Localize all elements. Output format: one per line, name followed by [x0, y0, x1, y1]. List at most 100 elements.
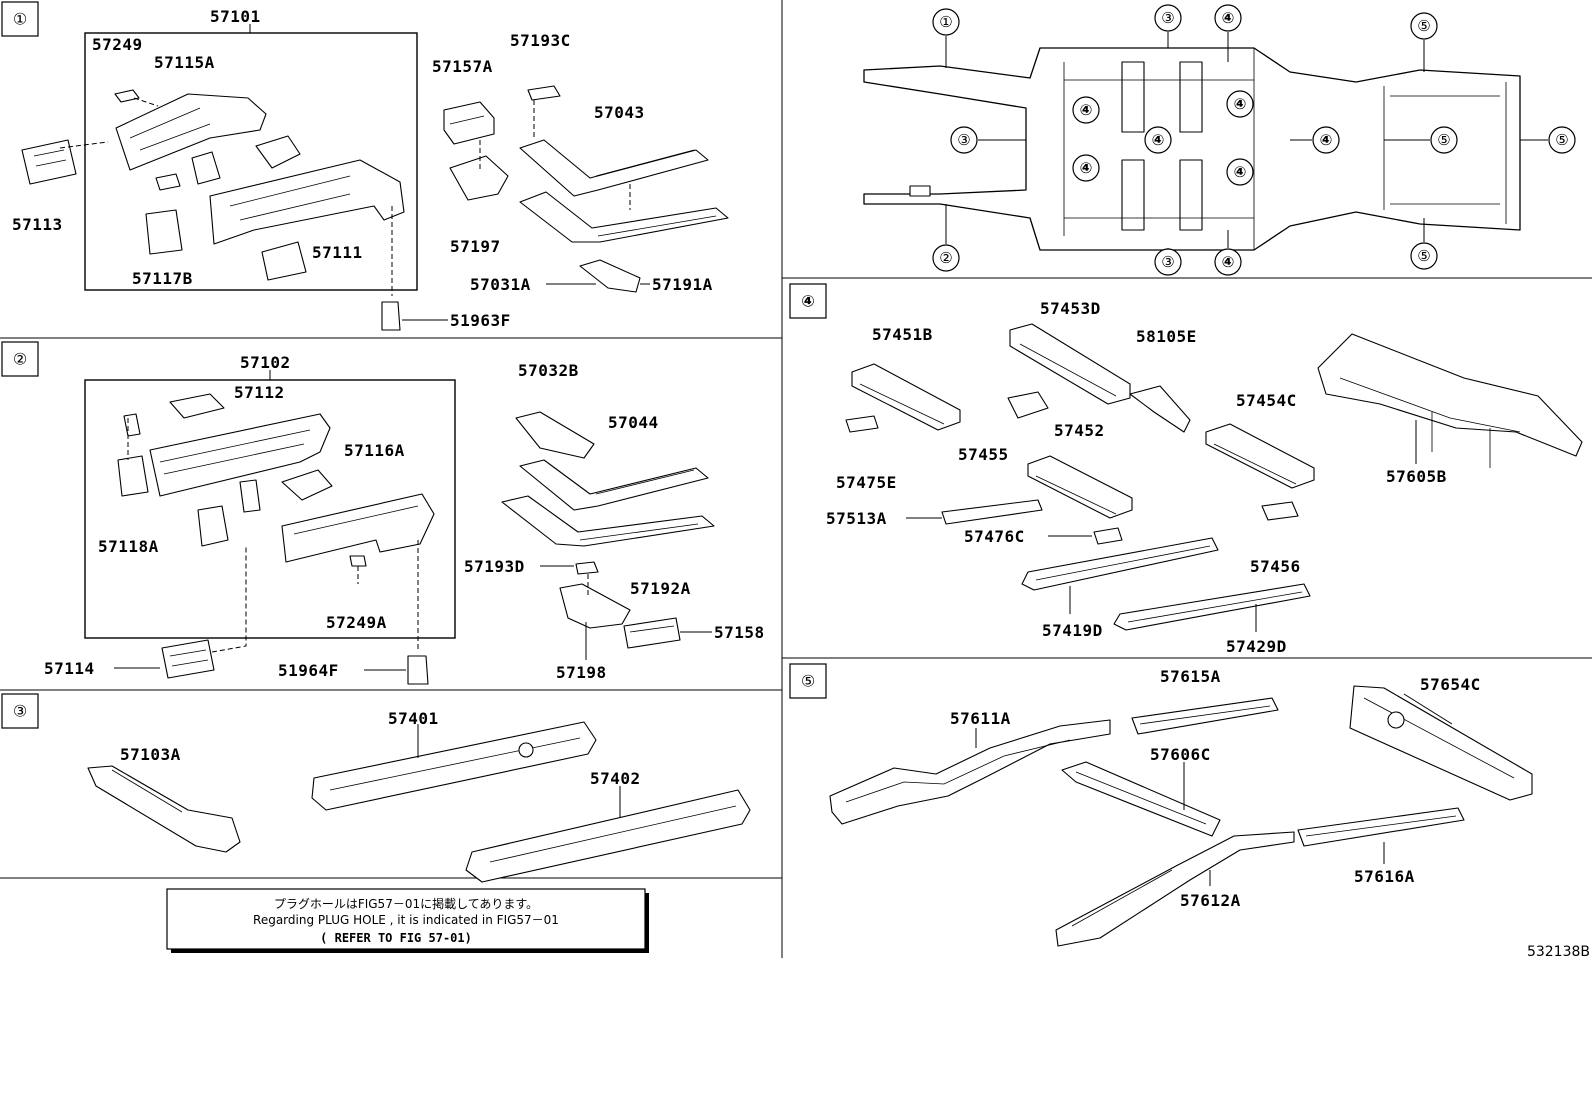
part-57451B-drawing — [851, 363, 961, 431]
part-label-58105E[interactable]: 58105E — [1136, 327, 1197, 346]
part-label-57193D[interactable]: 57193D — [464, 557, 525, 576]
section-2: ② 57102 — [1, 341, 765, 685]
section-2-marker: ② — [13, 350, 27, 369]
part-label-51964F[interactable]: 51964F — [278, 661, 339, 680]
overview-marker-4f — [1072, 154, 1100, 182]
part-label-57612A[interactable]: 57612A — [1180, 891, 1241, 910]
part-57456-drawing — [1261, 501, 1299, 521]
part-label-57102[interactable]: 57102 — [240, 353, 291, 372]
svg-text:④: ④ — [1152, 131, 1165, 149]
overview-marker-4b — [1072, 96, 1100, 124]
section-1-marker-box — [1, 1, 39, 37]
part-label-57158[interactable]: 57158 — [714, 623, 765, 642]
part-label-57116A[interactable]: 57116A — [344, 441, 405, 460]
svg-text:④: ④ — [1234, 163, 1247, 181]
part-57454C-drawing — [1205, 423, 1315, 489]
part-label-57114[interactable]: 57114 — [44, 659, 95, 678]
part-label-57605B[interactable]: 57605B — [1386, 467, 1447, 486]
overview-marker-5c — [1548, 126, 1576, 154]
part-label-57117B[interactable]: 57117B — [132, 269, 193, 288]
part-label-57118A[interactable]: 57118A — [98, 537, 159, 556]
part-label-57455[interactable]: 57455 — [958, 445, 1009, 464]
svg-text:④: ④ — [1080, 159, 1093, 177]
part-label-57044[interactable]: 57044 — [608, 413, 659, 432]
note-reference[interactable]: ( REFER TO FIG 57-01) — [320, 931, 472, 945]
svg-text:⑤: ⑤ — [1417, 17, 1430, 35]
section-4-marker: ④ — [801, 292, 815, 311]
section-1: ① 57101 57249 57115A — [1, 1, 729, 331]
part-57112-drawing — [149, 393, 331, 497]
svg-text:③: ③ — [1161, 9, 1174, 27]
overview-marker-4c — [1226, 90, 1254, 118]
svg-text:③: ③ — [957, 131, 970, 149]
section-3-marker: ③ — [13, 702, 27, 721]
part-label-57606C[interactable]: 57606C — [1150, 745, 1211, 764]
part-label-57197[interactable]: 57197 — [450, 237, 501, 256]
part-label-57611A[interactable]: 57611A — [950, 709, 1011, 728]
part-label-57429D[interactable]: 57429D — [1226, 637, 1287, 656]
part-label-57402[interactable]: 57402 — [590, 769, 641, 788]
part-57615A-drawing — [1131, 697, 1279, 735]
frame-crossmember-b — [1121, 159, 1145, 231]
part-label-57454C[interactable]: 57454C — [1236, 391, 1297, 410]
svg-text:④: ④ — [1320, 131, 1333, 149]
svg-text:④: ④ — [1222, 9, 1235, 27]
part-57616A-drawing — [1297, 807, 1465, 847]
part-label-57103A[interactable]: 57103A — [120, 745, 181, 764]
overview-marker-5d — [1410, 242, 1438, 270]
part-label-57616A[interactable]: 57616A — [1354, 867, 1415, 886]
part-57032B-drawing — [515, 411, 595, 459]
part-label-57193C[interactable]: 57193C — [510, 31, 571, 50]
part-57198-drawing — [559, 583, 631, 629]
part-57118A-drawing — [117, 413, 149, 497]
part-label-57419D[interactable]: 57419D — [1042, 621, 1103, 640]
part-57513A-drawing — [941, 499, 1043, 525]
part-label-57249A[interactable]: 57249A — [326, 613, 387, 632]
part-57453D-drawing — [1009, 323, 1131, 405]
part-label-57615A[interactable]: 57615A — [1160, 667, 1221, 686]
frame-crossmember-a — [1121, 61, 1145, 133]
section-4: ④ — [789, 283, 1583, 656]
svg-text:②: ② — [939, 249, 952, 267]
part-label-57456[interactable]: 57456 — [1250, 557, 1301, 576]
overview-marker-5a — [1410, 12, 1438, 40]
part-label-57191A[interactable]: 57191A — [652, 275, 713, 294]
part-57402-drawing — [465, 789, 751, 883]
part-57158-drawing — [623, 617, 681, 649]
overview-marker-1 — [932, 8, 960, 36]
svg-text:①: ① — [939, 13, 952, 31]
part-label-57192A[interactable]: 57192A — [630, 579, 691, 598]
part-label-57101[interactable]: 57101 — [210, 7, 261, 26]
assembly-57101-box — [84, 32, 418, 291]
part-label-57115A[interactable]: 57115A — [154, 53, 215, 72]
part-label-57112[interactable]: 57112 — [234, 383, 285, 402]
part-label-57111[interactable]: 57111 — [312, 243, 363, 262]
part-label-57453D[interactable]: 57453D — [1040, 299, 1101, 318]
section-1-marker: ① — [13, 10, 27, 29]
part-label-57452[interactable]: 57452 — [1054, 421, 1105, 440]
part-label-57031A[interactable]: 57031A — [470, 275, 531, 294]
part-label-57475E[interactable]: 57475E — [836, 473, 897, 492]
part-label-57249[interactable]: 57249 — [92, 35, 143, 54]
part-label-57476C[interactable]: 57476C — [964, 527, 1025, 546]
part-57429D-drawing — [1113, 583, 1311, 631]
part-57654C-drawing — [1349, 685, 1533, 801]
part-label-57043[interactable]: 57043 — [594, 103, 645, 122]
overview-marker-4e — [1312, 126, 1340, 154]
section-5-marker: ⑤ — [801, 672, 815, 691]
part-label-51963F[interactable]: 51963F — [450, 311, 511, 330]
part-57401-drawing — [311, 721, 597, 811]
part-label-57451B[interactable]: 57451B — [872, 325, 933, 344]
svg-text:⑤: ⑤ — [1437, 131, 1450, 149]
part-label-57032B[interactable]: 57032B — [518, 361, 579, 380]
part-label-57401[interactable]: 57401 — [388, 709, 439, 728]
section-2-marker-box — [1, 341, 39, 377]
part-label-57157A[interactable]: 57157A — [432, 57, 493, 76]
part-57612A-drawing — [1055, 831, 1295, 947]
part-label-57654C[interactable]: 57654C — [1420, 675, 1481, 694]
part-label-57198[interactable]: 57198 — [556, 663, 607, 682]
part-57031A-drawing — [579, 259, 641, 293]
part-label-57513A[interactable]: 57513A — [826, 509, 887, 528]
part-label-57113[interactable]: 57113 — [12, 215, 63, 234]
part-57103A-drawing — [87, 765, 241, 853]
